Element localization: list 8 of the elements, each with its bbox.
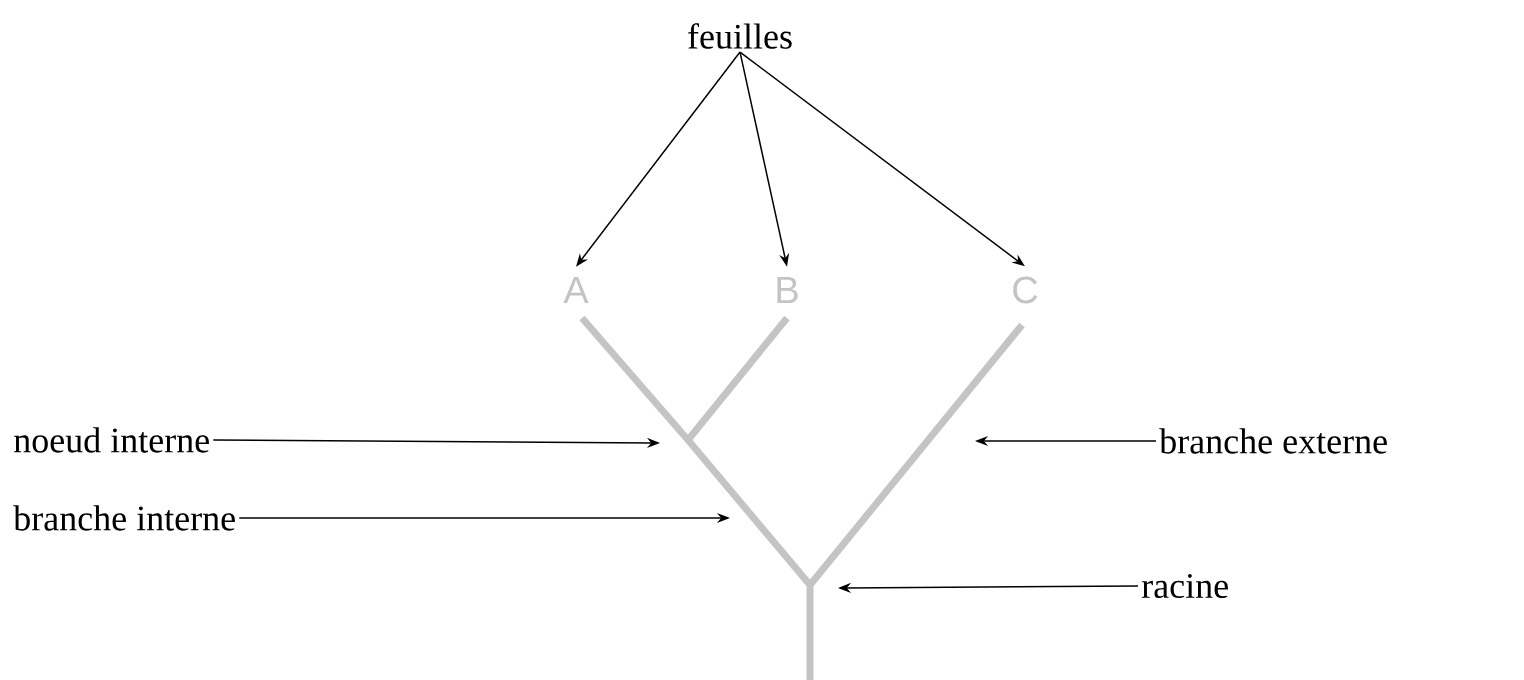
leaf-label: A [563,276,589,304]
annotation-text: noeud interne [14,427,209,453]
annotation-text: feuilles [688,23,792,49]
leaf-label: B [777,276,798,304]
annotation-text: racine [1141,573,1228,599]
annotation-text: branche interne [13,505,235,531]
annotation-text: branche externe [1159,428,1387,454]
leaf-label: C [1013,276,1038,304]
